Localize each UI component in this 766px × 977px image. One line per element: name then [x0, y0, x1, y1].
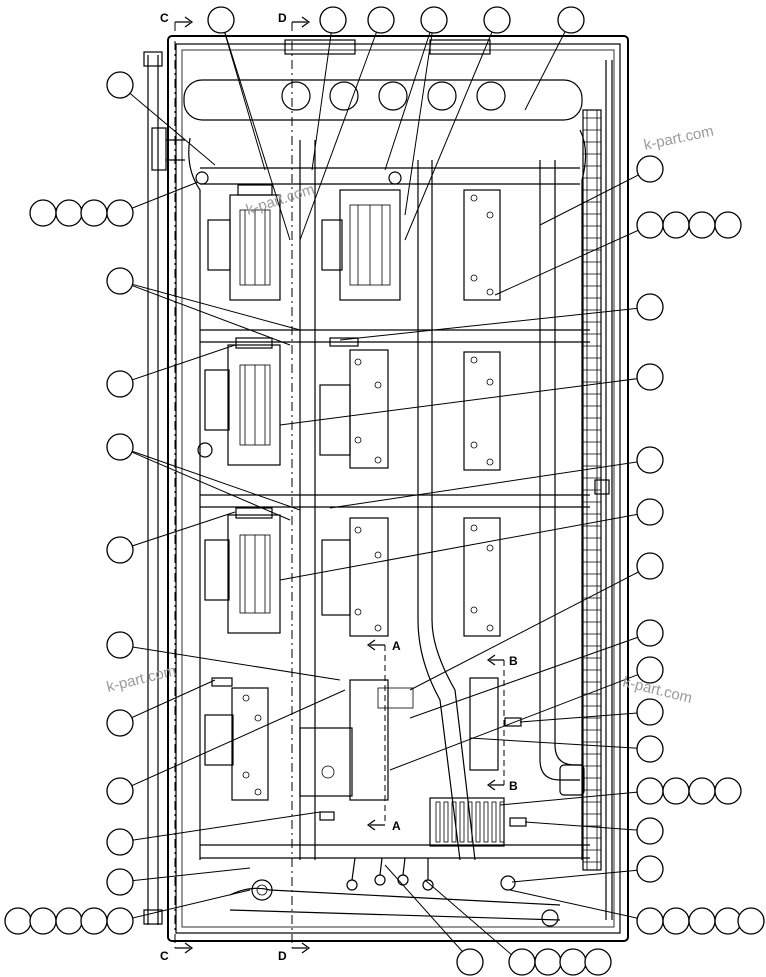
callout-left-2c — [80, 199, 108, 227]
callout-left-7 — [106, 631, 134, 659]
callout-left-2a — [29, 199, 57, 227]
callout-right-15c — [688, 907, 716, 935]
module-right-1 — [463, 189, 501, 301]
callout-right-14 — [636, 855, 664, 883]
callout-left-12c — [55, 907, 83, 935]
module-left-3 — [204, 507, 281, 634]
callout-right-11 — [636, 735, 664, 763]
section-label-c-top: C — [160, 11, 169, 25]
section-label-b-upper: B — [509, 654, 518, 668]
callout-right-1 — [636, 155, 664, 183]
callout-left-12a — [4, 907, 32, 935]
callout-bottom-2b — [534, 948, 562, 976]
callout-left-12d — [80, 907, 108, 935]
callout-left-1 — [106, 71, 134, 99]
section-label-d-bottom: D — [278, 949, 287, 963]
module-mid-2 — [319, 337, 389, 469]
bottom-connectors — [251, 857, 559, 927]
heat-sink — [429, 797, 505, 847]
callout-right-6 — [636, 498, 664, 526]
callout-left-9 — [106, 777, 134, 805]
section-label-a-lower: A — [392, 819, 401, 833]
callout-left-2b — [55, 199, 83, 227]
callout-left-5 — [106, 433, 134, 461]
cable-ducts — [188, 129, 590, 921]
top-connectors — [183, 39, 583, 121]
callout-left-2d — [106, 199, 134, 227]
module-left-1 — [195, 171, 281, 301]
callout-top-5 — [483, 6, 511, 34]
callout-right-12a — [636, 777, 664, 805]
callout-left-12e — [106, 907, 134, 935]
callout-bottom-2a — [508, 948, 536, 976]
callout-right-2c — [688, 211, 716, 239]
callout-top-4 — [420, 6, 448, 34]
module-mid-4 — [299, 679, 414, 821]
callout-right-12d — [714, 777, 742, 805]
callout-left-4 — [106, 370, 134, 398]
section-line-b: B B — [486, 654, 518, 793]
module-mid-1 — [321, 171, 402, 301]
module-mid-3 — [321, 517, 389, 637]
callout-right-15d — [714, 907, 742, 935]
callouts — [4, 6, 765, 976]
callout-bottom-1 — [456, 948, 484, 976]
section-line-a: A A — [366, 639, 401, 833]
callout-right-15e — [737, 907, 765, 935]
watermark-3: k-part.com — [105, 662, 178, 696]
callout-right-7 — [636, 552, 664, 580]
callout-right-8 — [636, 619, 664, 647]
callout-right-12c — [688, 777, 716, 805]
module-left-2 — [197, 337, 281, 466]
callout-left-11 — [106, 868, 134, 896]
module-right-3 — [463, 517, 501, 637]
leader-lines — [119, 19, 651, 963]
callout-bottom-2c — [559, 948, 587, 976]
watermarks: k-part.com k-part.com k-part.com k-part.… — [105, 123, 715, 707]
callout-right-2b — [662, 211, 690, 239]
watermark-1: k-part.com — [642, 123, 715, 154]
callout-left-3 — [106, 267, 134, 295]
callout-right-15a — [636, 907, 664, 935]
module-right-4 — [469, 677, 527, 827]
section-line-c: C C — [160, 11, 194, 963]
callout-top-1 — [207, 6, 235, 34]
callout-right-10 — [636, 698, 664, 726]
callout-left-8 — [106, 709, 134, 737]
callout-right-15b — [662, 907, 690, 935]
terminal-rail — [559, 109, 610, 871]
callout-right-13 — [636, 817, 664, 845]
section-label-c-bottom: C — [160, 949, 169, 963]
callout-right-2a — [636, 211, 664, 239]
callout-bottom-2d — [584, 948, 612, 976]
callout-right-12b — [662, 777, 690, 805]
callout-left-12b — [29, 907, 57, 935]
callout-right-3 — [636, 293, 664, 321]
callout-top-3 — [367, 6, 395, 34]
callout-right-5 — [636, 446, 664, 474]
callout-top-2 — [319, 6, 347, 34]
section-label-d-top: D — [278, 11, 287, 25]
section-label-a-upper: A — [392, 639, 401, 653]
section-label-b-lower: B — [509, 779, 518, 793]
callout-right-9 — [636, 656, 664, 684]
callout-top-6 — [557, 6, 585, 34]
callout-right-4 — [636, 363, 664, 391]
callout-right-2d — [714, 211, 742, 239]
callout-left-6 — [106, 536, 134, 564]
module-right-2 — [463, 351, 501, 471]
callout-left-10 — [106, 828, 134, 856]
section-line-d: D D — [278, 11, 311, 963]
